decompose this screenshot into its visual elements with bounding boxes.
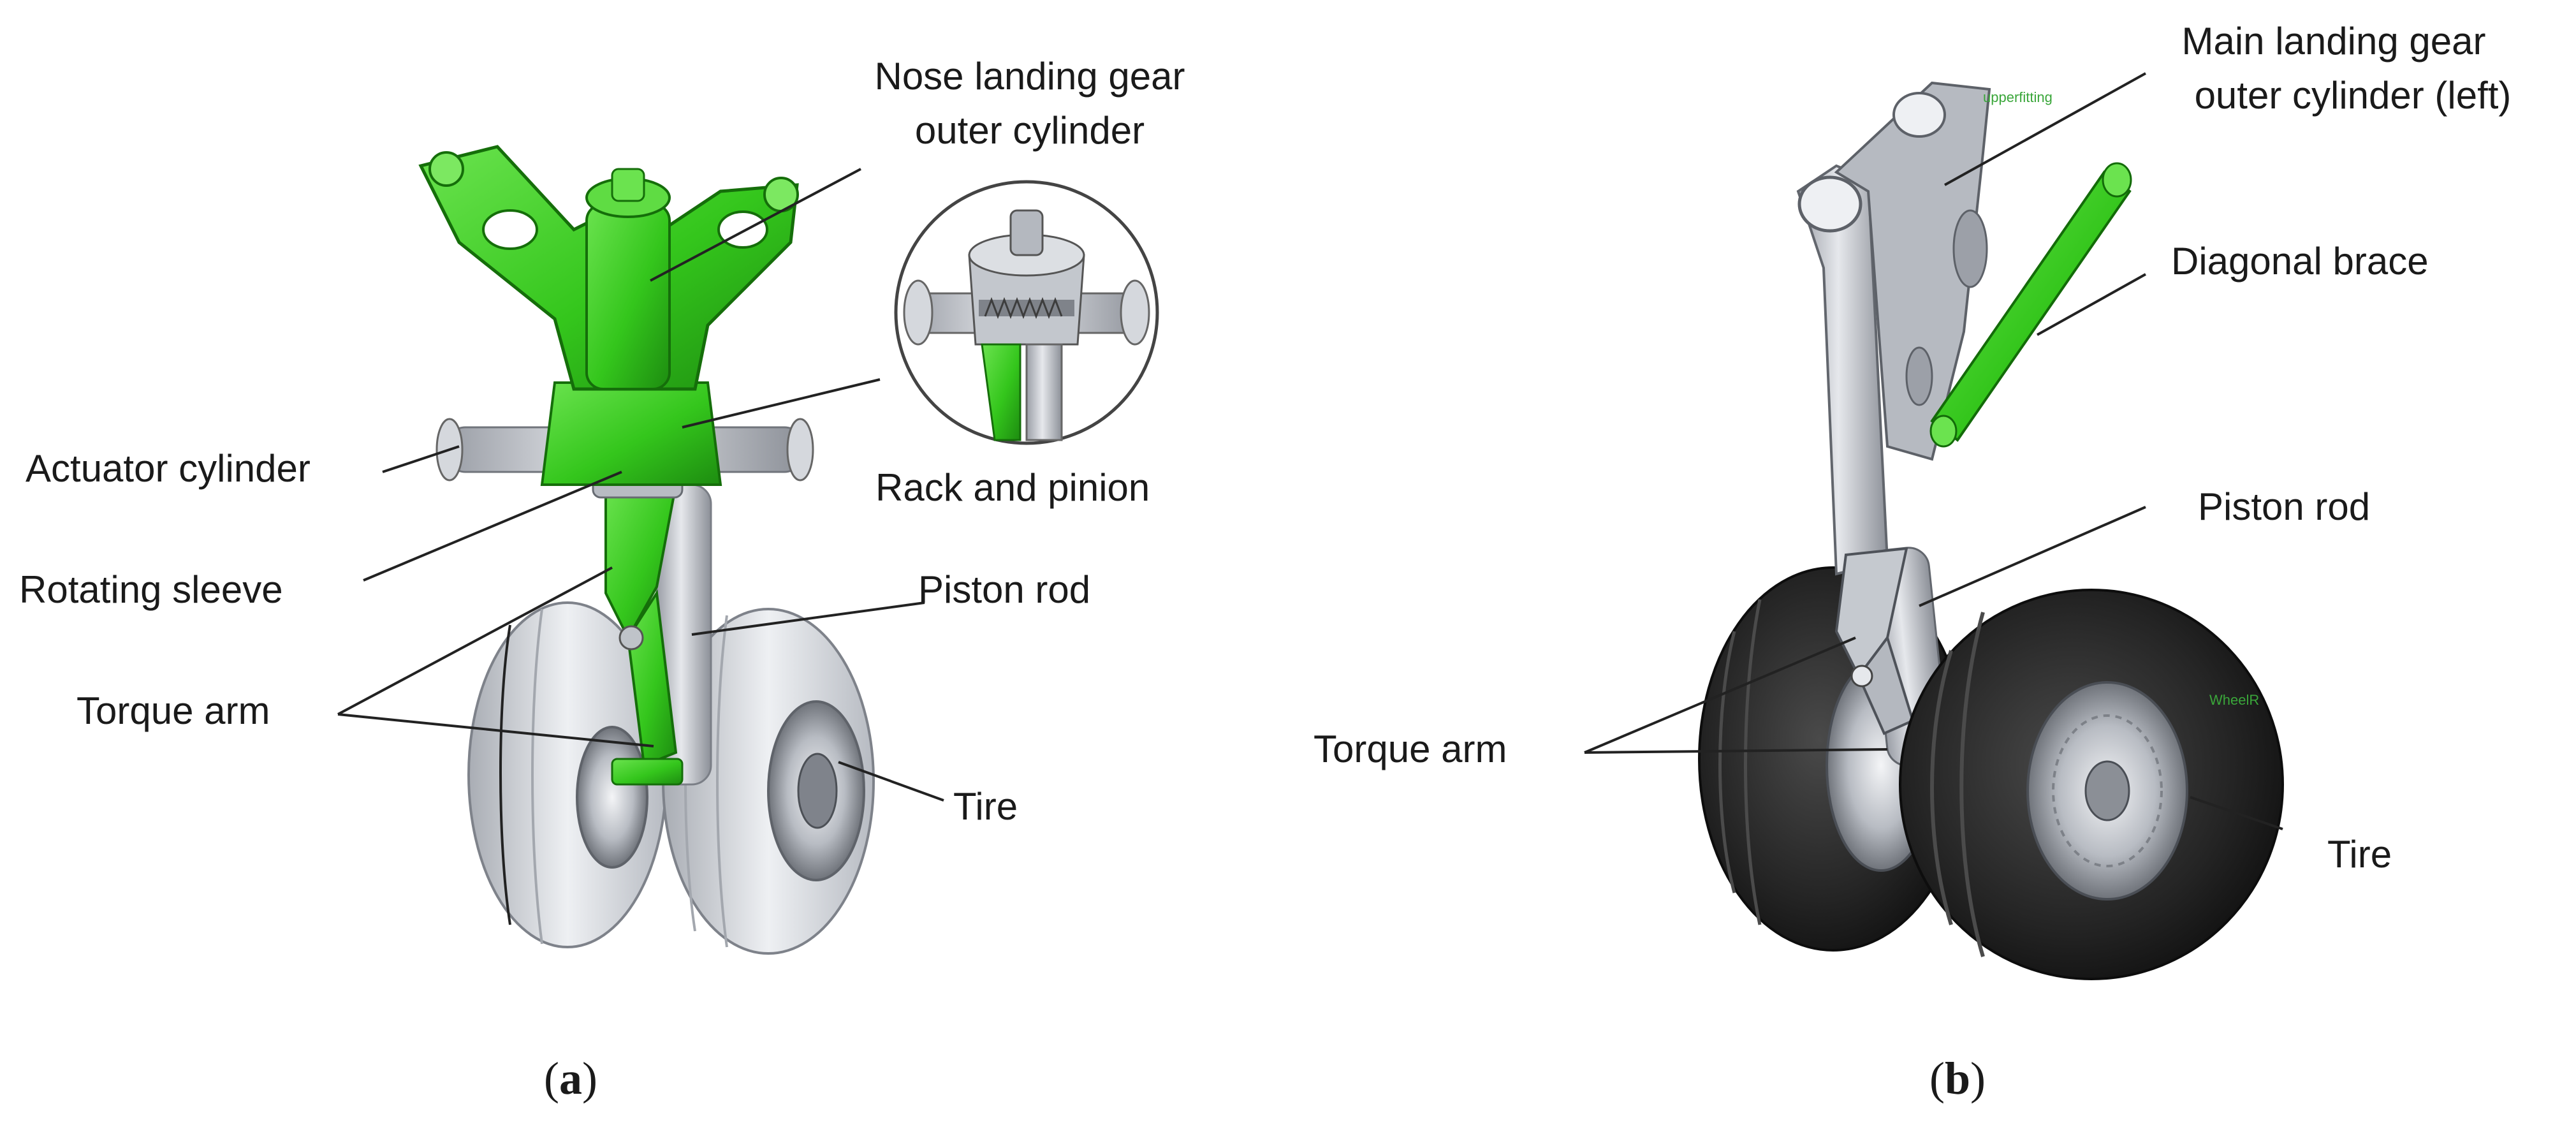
label-main-outer-cylinder-1: Main landing gear [2182, 20, 2486, 62]
label-diagonal-brace: Diagonal brace [2171, 240, 2429, 283]
label-rotating-sleeve: Rotating sleeve [19, 568, 283, 611]
label-rack-and-pinion: Rack and pinion [875, 466, 1150, 509]
panel-b: upperfitting WheelR Main landing gear ou… [1314, 20, 2511, 1104]
caption-a: (a) [544, 1053, 597, 1104]
nose-outer-cylinder [418, 145, 799, 391]
label-nose-outer-cylinder-2: outer cylinder [915, 109, 1145, 152]
caption-b: (b) [1929, 1053, 1986, 1104]
cad-tag-wheel-right: WheelR [2209, 692, 2259, 708]
label-nose-outer-cylinder-1: Nose landing gear [874, 55, 1185, 98]
label-main-tire: Tire [2327, 833, 2392, 876]
label-actuator-cylinder: Actuator cylinder [26, 447, 311, 490]
caption-a-letter: a [559, 1053, 582, 1104]
label-main-outer-cylinder-2: outer cylinder (left) [2195, 74, 2512, 117]
panel-a-leaders [337, 168, 944, 802]
label-nose-piston-rod: Piston rod [918, 568, 1090, 611]
caption-b-letter: b [1945, 1053, 1970, 1104]
nose-torque-arm [604, 483, 684, 786]
label-nose-torque-arm: Torque arm [77, 689, 270, 732]
panel-b-leaders [1584, 72, 2283, 830]
nose-tire-left [467, 601, 668, 948]
main-diagonal-brace [1929, 162, 2132, 448]
label-nose-tire: Tire [953, 785, 1018, 828]
nose-rack-housing [540, 381, 722, 486]
rack-pinion-inset [894, 180, 1159, 445]
main-tire-right [1899, 589, 2284, 980]
label-main-piston-rod: Piston rod [2198, 485, 2370, 528]
cad-tag-fitting: upperfitting [1983, 89, 2053, 105]
panel-a: Nose landing gear outer cylinder Actuato… [19, 55, 1185, 1104]
label-main-torque-arm: Torque arm [1314, 728, 1507, 770]
main-outer-cylinder [1796, 81, 1991, 576]
